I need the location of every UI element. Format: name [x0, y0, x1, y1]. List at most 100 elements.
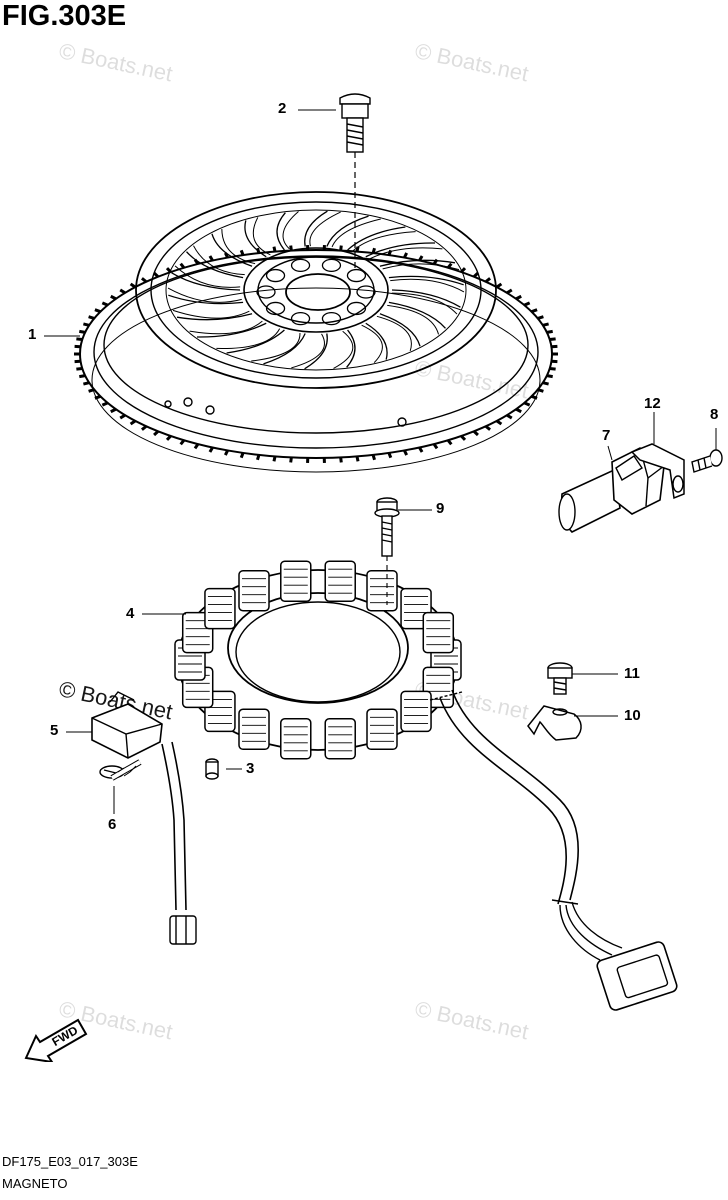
flywheel-vane — [346, 329, 356, 368]
hub-bolt-hole — [256, 285, 276, 299]
flywheel-vane — [221, 229, 256, 265]
dowel-pin-part — [205, 758, 219, 780]
figure-code: DF175_E03_017_303E — [2, 1154, 138, 1169]
stator-coil — [324, 718, 356, 760]
callout-11[interactable]: 11 — [624, 665, 640, 682]
flywheel-vane — [189, 320, 263, 335]
ring-tooth — [119, 413, 126, 420]
ring-tooth — [272, 456, 277, 462]
ring-tooth — [239, 249, 245, 256]
ring-tooth — [339, 457, 343, 463]
ring-tooth — [83, 381, 90, 386]
callout-4[interactable]: 4 — [126, 605, 135, 622]
ring-tooth — [523, 401, 531, 407]
flywheel-vane — [251, 332, 301, 362]
ring-tooth — [83, 322, 90, 327]
flywheel-vane — [387, 304, 439, 335]
callout-10[interactable]: 10 — [624, 707, 641, 724]
hub-bolt-hole — [356, 285, 376, 299]
callout-9[interactable]: 9 — [436, 500, 445, 517]
flywheel-vane — [326, 215, 369, 247]
stator-coil — [280, 560, 312, 602]
ring-tooth — [239, 452, 245, 459]
hub-bolt-hole — [265, 268, 286, 283]
flywheel-vane — [226, 329, 285, 354]
ring-tooth — [546, 374, 553, 379]
callout-1[interactable]: 1 — [28, 326, 37, 343]
ring-tooth — [549, 366, 556, 371]
ring-tooth — [289, 457, 293, 463]
ring-tooth — [140, 425, 148, 431]
flywheel-vane — [196, 322, 267, 338]
callout-6[interactable]: 6 — [108, 816, 117, 833]
ring-tooth — [472, 271, 479, 278]
ring-tooth — [484, 425, 492, 431]
stator-part — [174, 560, 462, 760]
hub-bolt-hole — [321, 258, 342, 273]
ring-tooth — [506, 288, 513, 295]
ring-tooth — [101, 301, 109, 307]
sensor-screw-part — [691, 449, 723, 473]
flywheel-vane — [382, 263, 460, 271]
pulser-coil-part — [91, 691, 163, 759]
ring-tooth — [119, 288, 126, 295]
ring-tooth — [403, 252, 409, 259]
flywheel-vane — [361, 324, 383, 363]
flywheel-vane — [309, 211, 341, 247]
ring-tooth — [549, 337, 556, 342]
ring-tooth — [79, 329, 86, 334]
hub-bolt-hole — [290, 311, 311, 326]
ring-tooth — [495, 282, 503, 289]
flywheel-vane — [211, 233, 253, 267]
ring-tooth — [506, 413, 513, 420]
figure-title: FIG.303E — [2, 0, 127, 32]
sensor-bracket-part — [630, 443, 685, 500]
ring-tooth — [79, 374, 86, 379]
hub-bolt-hole — [346, 268, 367, 283]
callout-3[interactable]: 3 — [246, 760, 255, 777]
ring-tooth — [256, 454, 261, 461]
ring-tooth — [76, 337, 83, 342]
callout-5[interactable]: 5 — [50, 722, 59, 739]
flywheel-vane — [276, 212, 286, 251]
flywheel-vane — [252, 217, 271, 256]
flywheel-vane — [333, 330, 354, 369]
flywheel-vane — [291, 333, 325, 369]
stator-coil — [324, 560, 356, 602]
ring-tooth — [472, 430, 479, 437]
flywheel-vane — [347, 226, 406, 251]
ring-tooth — [432, 443, 439, 450]
callout-12[interactable]: 12 — [644, 395, 661, 412]
stator-coil — [422, 611, 455, 654]
clamp-bolt-part — [547, 662, 573, 695]
flywheel-vane — [304, 210, 328, 247]
leader-lines — [44, 109, 717, 814]
flywheel-vane — [369, 247, 443, 260]
callout-2[interactable]: 2 — [278, 100, 287, 117]
flywheel-vane — [216, 328, 281, 349]
fwd-arrow-icon: FWD — [24, 1018, 88, 1062]
stator-coil — [238, 569, 270, 612]
ring-tooth — [223, 252, 229, 259]
callout-7[interactable]: 7 — [602, 427, 611, 444]
ring-tooth — [523, 301, 531, 307]
flywheel-vane — [186, 251, 244, 279]
ring-tooth — [153, 430, 160, 437]
ring-tooth — [371, 454, 376, 461]
flywheel-vane — [388, 275, 464, 286]
ring-tooth — [223, 449, 229, 456]
stator-harness — [429, 689, 678, 1011]
stator-coil — [366, 569, 398, 612]
callout-8[interactable]: 8 — [710, 406, 719, 423]
flywheel-vane — [176, 313, 253, 321]
flywheel-vane — [331, 218, 381, 248]
flywheel-vane — [365, 242, 436, 258]
ring-tooth — [537, 315, 544, 320]
ring-tooth — [101, 401, 109, 407]
flywheel-bolt-part — [339, 93, 371, 272]
flywheel-vane — [376, 315, 412, 352]
flywheel-vane — [351, 231, 416, 252]
hub-bolt-hole — [265, 301, 286, 316]
flywheel-vane — [379, 259, 456, 267]
